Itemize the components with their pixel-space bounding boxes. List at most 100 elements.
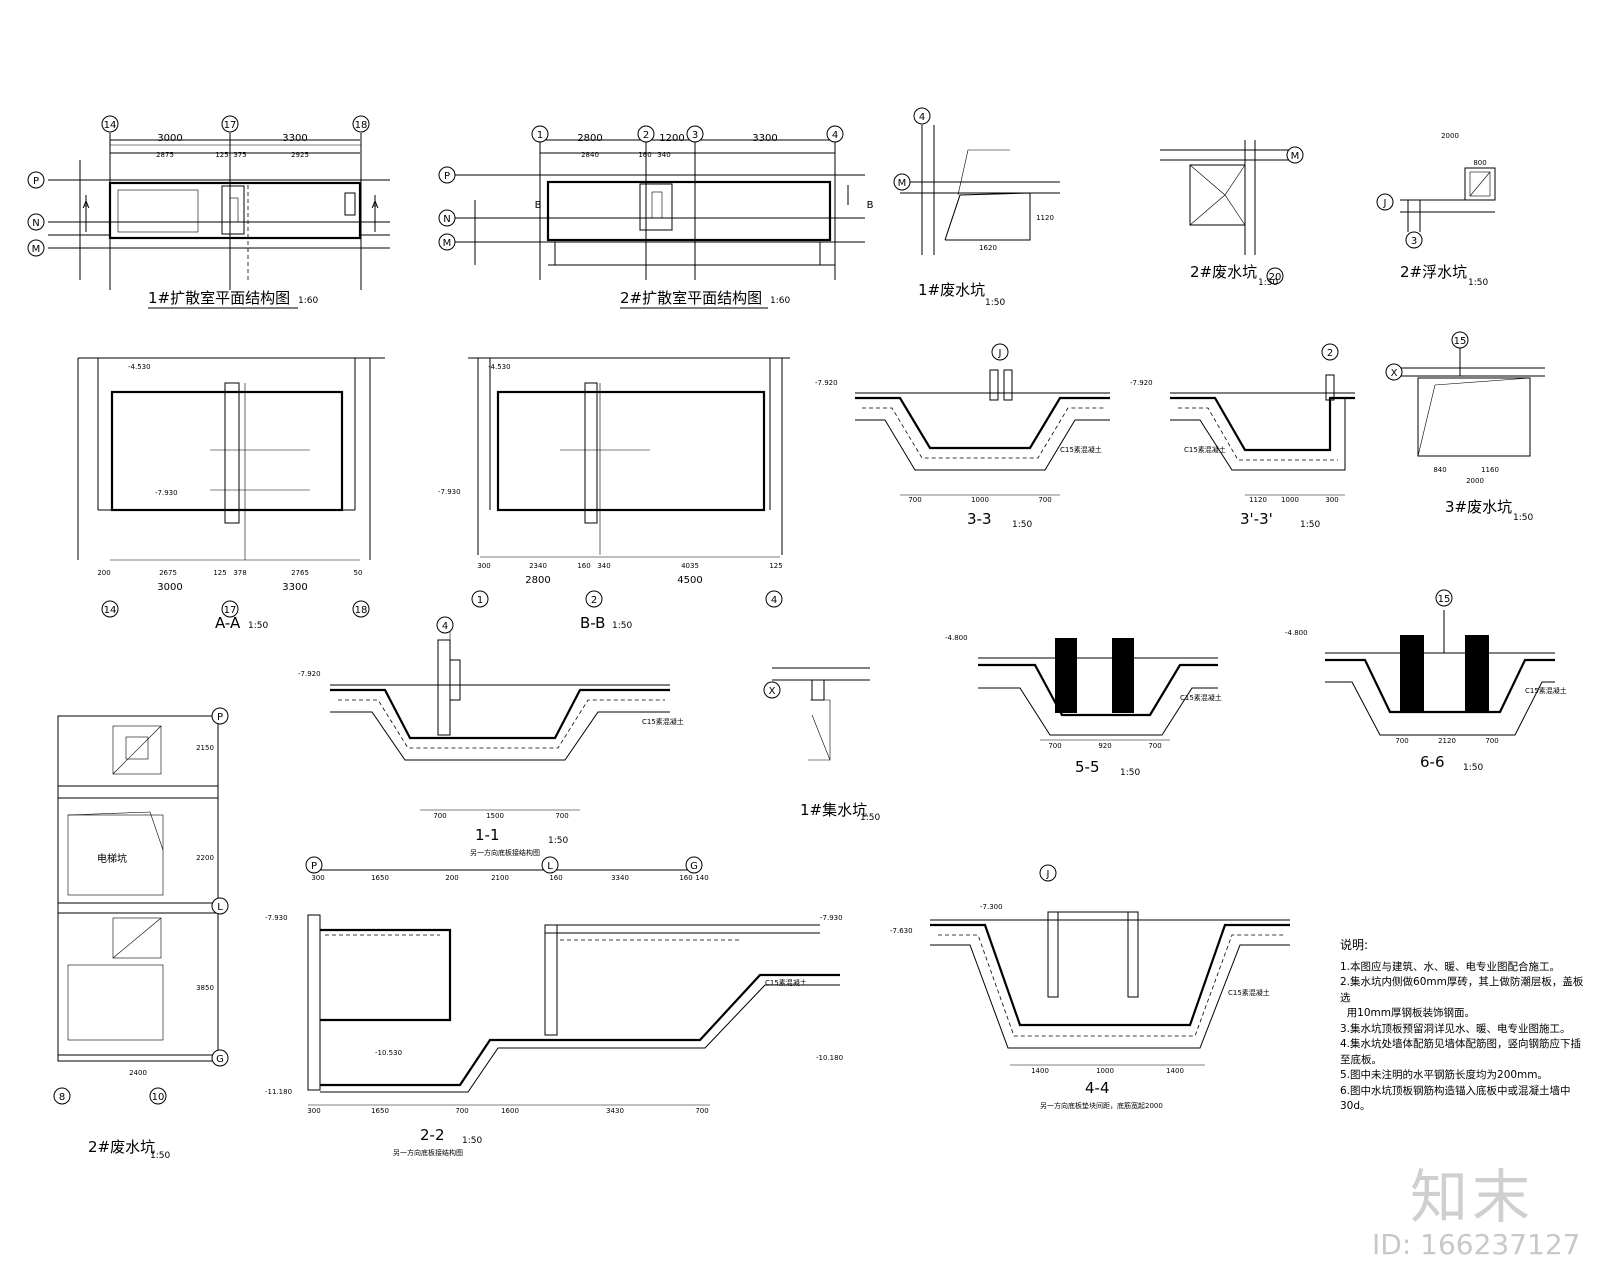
svg-text:P: P bbox=[311, 861, 317, 872]
sump1-title: 1#集水坑 bbox=[800, 801, 867, 819]
svg-text:3300: 3300 bbox=[752, 133, 777, 144]
s66-title: 6-6 bbox=[1420, 753, 1445, 771]
pit1-title: 1#废水坑 bbox=[918, 281, 985, 299]
svg-text:-4.800: -4.800 bbox=[1285, 629, 1308, 637]
bb-title: B-B bbox=[580, 614, 605, 632]
svg-text:1120: 1120 bbox=[1249, 496, 1267, 504]
section-bb bbox=[468, 357, 790, 608]
svg-text:1400: 1400 bbox=[1166, 1067, 1184, 1075]
watermark-id: ID: 166237127 bbox=[1372, 1228, 1581, 1261]
dimension-texts: 3000 3300 2875 125 375 2925 A A 2800 120… bbox=[83, 132, 1505, 1115]
svg-text:-10.180: -10.180 bbox=[816, 1054, 843, 1062]
svg-text:700: 700 bbox=[555, 812, 568, 820]
elevator-pit-label: 电梯坑 bbox=[97, 852, 127, 865]
svg-text:17: 17 bbox=[224, 605, 237, 616]
svg-text:125: 125 bbox=[213, 569, 226, 577]
svg-text:50: 50 bbox=[354, 569, 363, 577]
svg-text:1160: 1160 bbox=[1481, 466, 1499, 474]
pump-block-left bbox=[1055, 638, 1077, 713]
s22-title: 2-2 bbox=[420, 1126, 445, 1144]
svg-text:A: A bbox=[372, 200, 379, 211]
svg-text:3850: 3850 bbox=[196, 984, 214, 992]
plan1-structure bbox=[48, 133, 390, 290]
section-33 bbox=[855, 343, 1110, 471]
svg-text:160: 160 bbox=[549, 874, 562, 882]
svg-text:3340: 3340 bbox=[611, 874, 629, 882]
svg-text:140: 140 bbox=[695, 874, 708, 882]
pit2-large-plan bbox=[53, 707, 229, 1105]
pump-block-right bbox=[1112, 638, 1134, 713]
svg-text:700: 700 bbox=[1038, 496, 1051, 504]
svg-text:1600: 1600 bbox=[501, 1107, 519, 1115]
svg-text:3000: 3000 bbox=[157, 133, 182, 144]
svg-text:1000: 1000 bbox=[1281, 496, 1299, 504]
svg-text:200: 200 bbox=[445, 874, 458, 882]
svg-text:160: 160 bbox=[577, 562, 590, 570]
svg-text:700: 700 bbox=[695, 1107, 708, 1115]
svg-text:1120: 1120 bbox=[1036, 214, 1054, 222]
svg-text:8: 8 bbox=[59, 1092, 65, 1103]
svg-text:L: L bbox=[217, 902, 223, 913]
svg-text:2840: 2840 bbox=[581, 151, 599, 159]
svg-text:1:50: 1:50 bbox=[612, 621, 632, 631]
svg-text:1:50: 1:50 bbox=[248, 621, 268, 631]
s11-title: 1-1 bbox=[475, 826, 500, 844]
drawing-titles: 1#扩散室平面结构图 1:60 2#扩散室平面结构图 1:60 1#废水坑 1:… bbox=[88, 263, 1533, 1161]
svg-text:C15素混凝土: C15素混凝土 bbox=[1525, 686, 1567, 695]
svg-text:J: J bbox=[1383, 198, 1387, 209]
svg-text:2: 2 bbox=[643, 130, 649, 141]
svg-text:B: B bbox=[535, 200, 542, 211]
svg-text:20: 20 bbox=[1269, 272, 1282, 283]
notes-heading: 说明: bbox=[1340, 938, 1369, 952]
svg-text:-7.920: -7.920 bbox=[1130, 379, 1153, 387]
svg-text:700: 700 bbox=[433, 812, 446, 820]
float-pit-plan bbox=[1376, 167, 1496, 249]
svg-text:C15素混凝土: C15素混凝土 bbox=[1184, 445, 1226, 454]
svg-text:14: 14 bbox=[104, 120, 117, 131]
svg-text:2800: 2800 bbox=[577, 133, 602, 144]
note-item-1: 1.本图应与建筑、水、暖、电专业图配合施工。 bbox=[1340, 960, 1561, 973]
svg-text:4035: 4035 bbox=[681, 562, 699, 570]
pump-block-left-66 bbox=[1400, 635, 1424, 713]
svg-text:C15素混凝土: C15素混凝土 bbox=[1228, 988, 1270, 997]
svg-text:X: X bbox=[769, 686, 776, 697]
svg-text:1:50: 1:50 bbox=[860, 813, 880, 823]
svg-text:-7.630: -7.630 bbox=[890, 927, 913, 935]
svg-text:G: G bbox=[216, 1054, 224, 1065]
svg-text:1000: 1000 bbox=[971, 496, 989, 504]
svg-text:-7.930: -7.930 bbox=[820, 914, 843, 922]
svg-text:375: 375 bbox=[233, 151, 246, 159]
svg-text:另一方向底板垫块间距，底筋宽起2000: 另一方向底板垫块间距，底筋宽起2000 bbox=[1040, 1101, 1163, 1110]
svg-text:4500: 4500 bbox=[677, 575, 702, 586]
svg-text:2400: 2400 bbox=[129, 1069, 147, 1077]
svg-text:1:50: 1:50 bbox=[462, 1136, 482, 1146]
note-item-3: 3.集水坑顶板预留洞详见水、暖、电专业图施工。 bbox=[1340, 1022, 1571, 1035]
elevation-marks: -4.530 -7.930 -4.530 -7.930 -7.920 -7.92… bbox=[128, 363, 1567, 1096]
svg-text:-7.920: -7.920 bbox=[815, 379, 838, 387]
axis-labels: 14 17 18 P N M 1 2 3 4 P N M 4 M M 20 J … bbox=[32, 112, 1467, 1103]
note-item-4: 4.集水坑处墙体配筋见墙体配筋图，竖向钢筋应下插至底板。 bbox=[1340, 1038, 1582, 1066]
svg-text:700: 700 bbox=[455, 1107, 468, 1115]
svg-text:125: 125 bbox=[215, 151, 228, 159]
svg-text:2: 2 bbox=[591, 595, 597, 606]
svg-text:1:60: 1:60 bbox=[770, 296, 790, 306]
svg-text:1:50: 1:50 bbox=[1463, 763, 1483, 773]
svg-text:J: J bbox=[1046, 869, 1050, 880]
svg-text:1:50: 1:50 bbox=[1300, 520, 1320, 530]
svg-text:-7.930: -7.930 bbox=[265, 914, 288, 922]
svg-text:2925: 2925 bbox=[291, 151, 309, 159]
svg-text:160: 160 bbox=[679, 874, 692, 882]
svg-text:另一方向底板接结构图: 另一方向底板接结构图 bbox=[393, 1148, 463, 1157]
notes-block: 说明: 1.本图应与建筑、水、暖、电专业图配合施工。 2.集水坑内侧做60mm厚… bbox=[1340, 938, 1590, 1115]
svg-text:14: 14 bbox=[104, 605, 117, 616]
section-33p bbox=[1170, 343, 1355, 471]
svg-text:1:50: 1:50 bbox=[985, 298, 1005, 308]
pit2-large-title: 2#废水坑 bbox=[88, 1138, 155, 1156]
svg-text:3: 3 bbox=[1411, 236, 1417, 247]
plan2-structure bbox=[455, 133, 865, 280]
svg-text:-11.180: -11.180 bbox=[265, 1088, 292, 1096]
svg-text:300: 300 bbox=[307, 1107, 320, 1115]
section-44 bbox=[930, 864, 1290, 1049]
svg-text:1:50: 1:50 bbox=[548, 836, 568, 846]
